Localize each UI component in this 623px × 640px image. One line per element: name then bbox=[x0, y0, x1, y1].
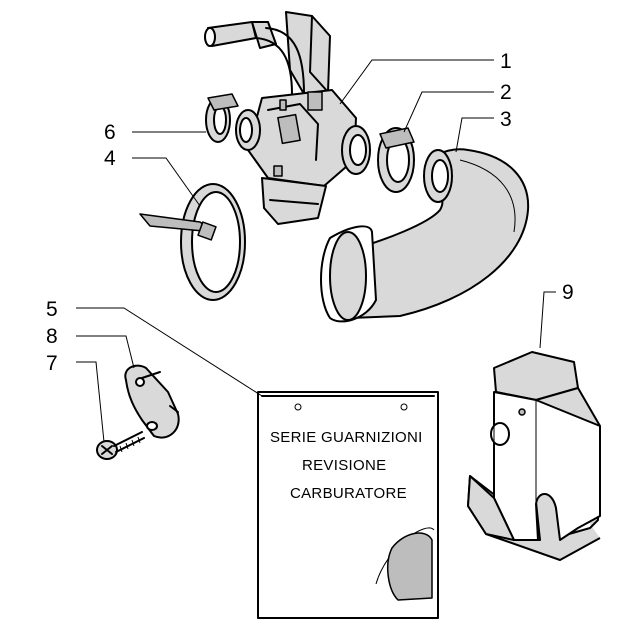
callout-numbers: 1 2 3 4 5 6 7 8 9 bbox=[46, 50, 574, 375]
callout-6: 6 bbox=[104, 121, 116, 144]
bracket bbox=[124, 364, 180, 439]
leader-lines bbox=[76, 59, 556, 443]
gasket-kit-bag: SERIE GUARNIZIONI REVISIONE CARBURATORE bbox=[257, 391, 439, 619]
callout-3: 3 bbox=[500, 108, 512, 131]
callout-8: 8 bbox=[46, 325, 58, 348]
intake-elbow-hose bbox=[320, 148, 530, 323]
hose-clamp bbox=[377, 127, 415, 193]
gasket-kit-line-3: CARBURATORE bbox=[290, 485, 407, 502]
gasket-kit-line-2: REVISIONE bbox=[302, 457, 386, 474]
carburettor-cover bbox=[467, 351, 601, 561]
callout-9: 9 bbox=[562, 281, 574, 304]
screw bbox=[96, 431, 145, 460]
callout-2: 2 bbox=[500, 81, 512, 104]
band-clamp bbox=[139, 183, 246, 301]
callout-7: 7 bbox=[46, 352, 58, 375]
gasket-kit-line-1: SERIE GUARNIZIONI bbox=[270, 429, 423, 446]
callout-1: 1 bbox=[500, 50, 512, 73]
carburettor bbox=[204, 11, 371, 225]
hose-clamp-small bbox=[205, 93, 239, 143]
callout-4: 4 bbox=[104, 147, 116, 170]
callout-5: 5 bbox=[46, 298, 58, 321]
